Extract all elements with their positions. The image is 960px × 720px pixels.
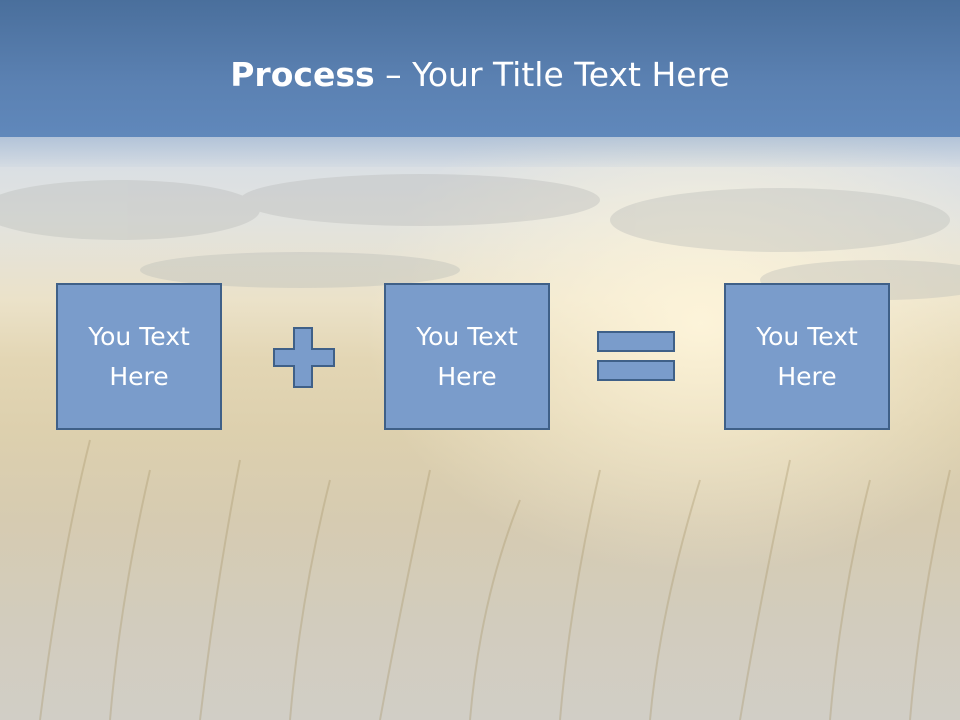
slide-title[interactable]: Process – Your Title Text Here <box>0 52 960 98</box>
equals-icon <box>597 331 675 381</box>
title-bar <box>0 0 960 137</box>
process-box-1[interactable]: You Text Here <box>56 283 222 430</box>
process-box-3[interactable]: You Text Here <box>724 283 890 430</box>
title-rest-text: Your Title Text Here <box>412 55 730 94</box>
process-box-2-text: You Text Here <box>416 321 518 391</box>
title-bold-text: Process <box>230 55 375 94</box>
process-box-3-text: You Text Here <box>756 321 858 391</box>
process-box-2[interactable]: You Text Here <box>384 283 550 430</box>
plus-icon <box>273 327 335 388</box>
process-box-1-text: You Text Here <box>88 321 190 391</box>
title-dash: – <box>374 55 413 94</box>
title-strip <box>0 137 960 167</box>
